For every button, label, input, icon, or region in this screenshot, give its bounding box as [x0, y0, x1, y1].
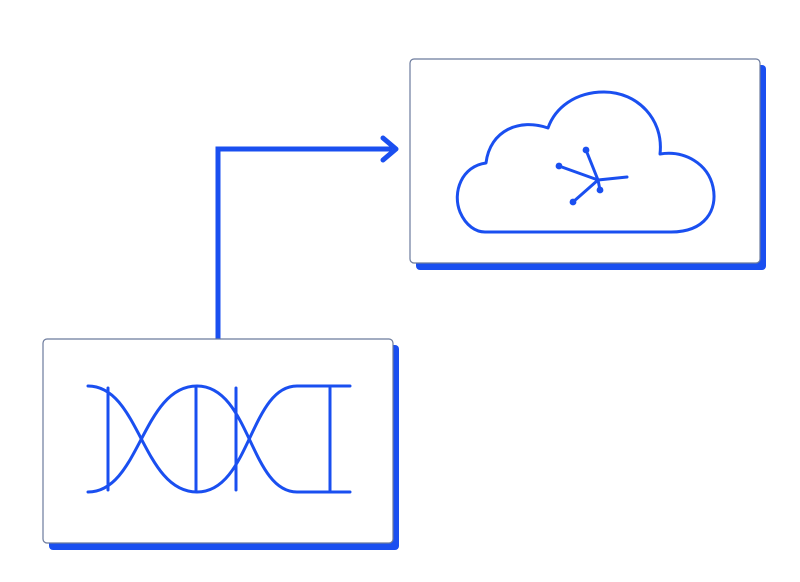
dna-card	[42, 338, 399, 550]
dna-strand-b	[86, 384, 352, 494]
cloud-network-icon	[455, 90, 716, 234]
dna-strand-a	[86, 384, 352, 494]
cloud-card-body	[409, 58, 761, 264]
cloud-card	[409, 58, 766, 270]
connector-arrow	[215, 135, 399, 340]
dna-helix-icon	[86, 384, 352, 494]
connector-line	[215, 146, 392, 340]
cloud-outline	[455, 90, 716, 234]
dna-card-body	[42, 338, 394, 544]
arrowhead	[380, 135, 399, 163]
